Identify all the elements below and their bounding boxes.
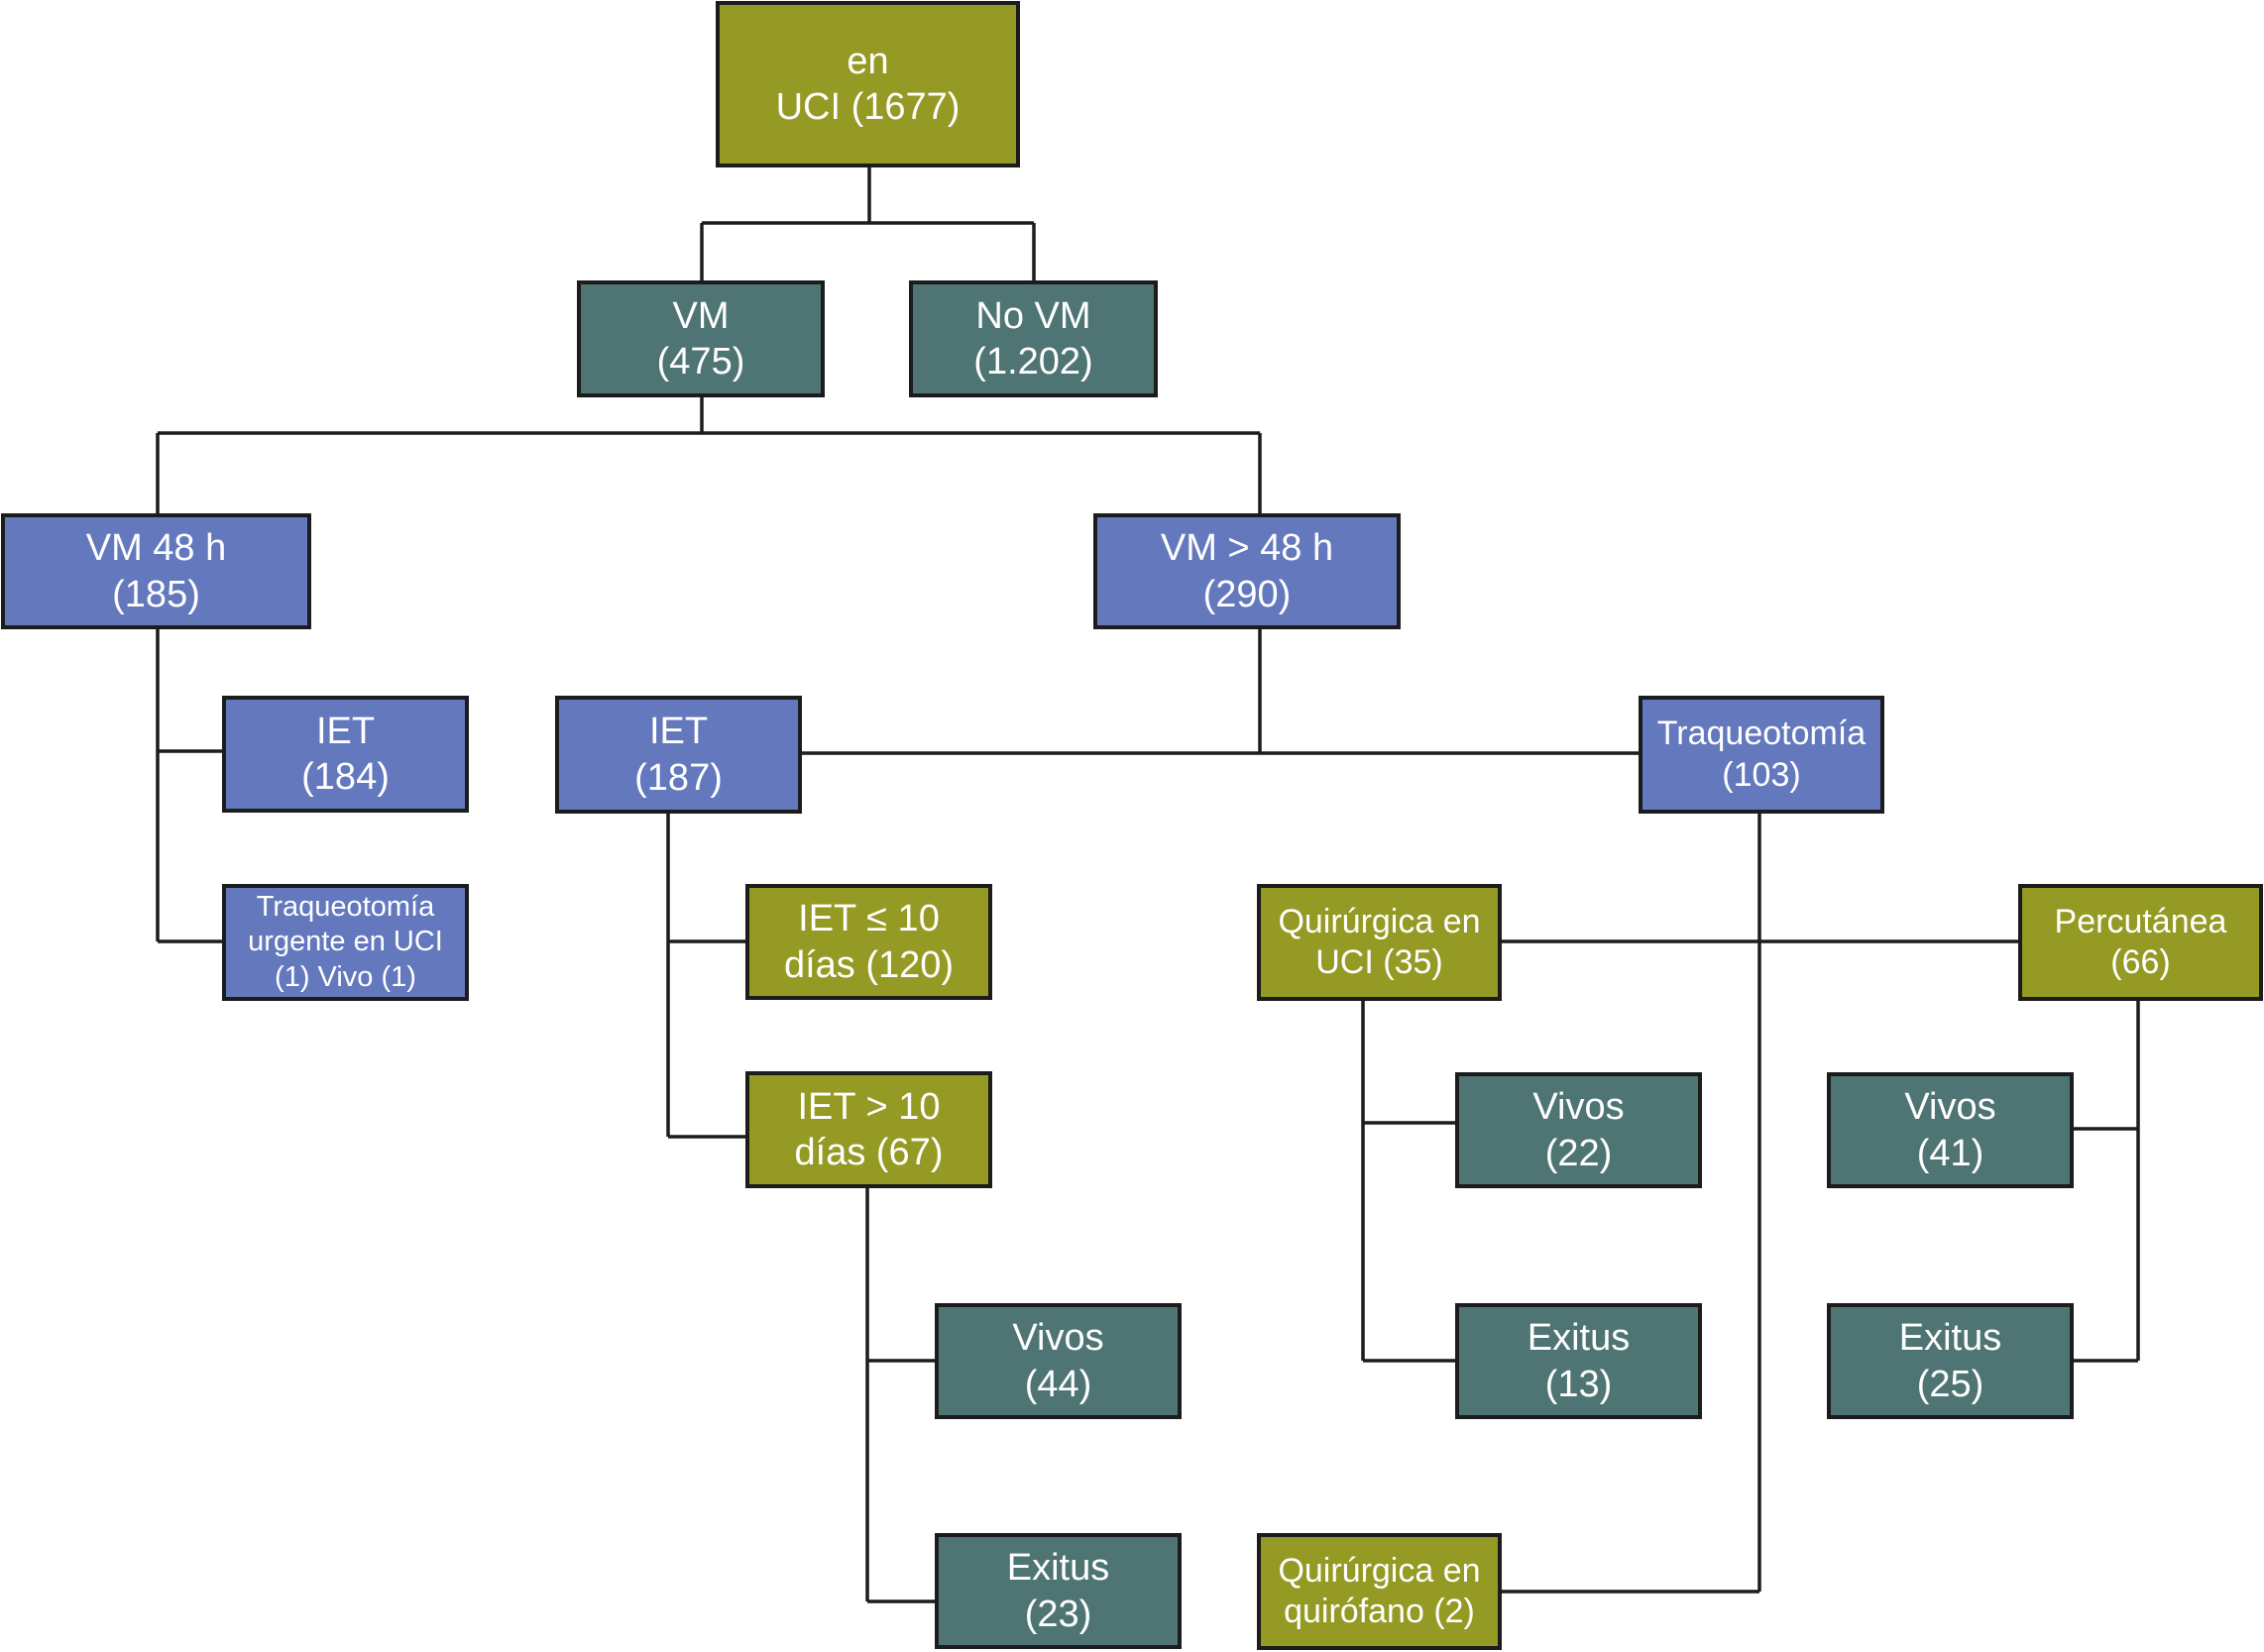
node-exitus-23-label: Exitus (23) bbox=[1006, 1547, 1110, 1635]
node-no-vm: No VM (1.202) bbox=[909, 280, 1158, 397]
node-percutanea: Percutánea (66) bbox=[2018, 884, 2263, 1001]
node-vm-gt-48h: VM > 48 h (290) bbox=[1093, 513, 1401, 629]
node-quirurgica-quirofano-label: Quirúrgica en quirófano (2) bbox=[1278, 1551, 1481, 1630]
node-no-vm-label: No VM (1.202) bbox=[973, 294, 1093, 383]
connector-vm48 bbox=[156, 629, 222, 943]
node-exitus-25: Exitus (25) bbox=[1827, 1303, 2074, 1419]
node-quirurgica-quirofano: Quirúrgica en quirófano (2) bbox=[1257, 1533, 1502, 1650]
node-vm-gt-48h-label: VM > 48 h (290) bbox=[1160, 527, 1334, 615]
connector-quir-uci bbox=[1361, 1001, 1455, 1363]
node-iet-le-10-dias-label: IET ≤ 10 días (120) bbox=[783, 898, 955, 986]
node-traqueotomia: Traqueotomía (103) bbox=[1639, 696, 1884, 814]
node-iet-187: IET (187) bbox=[555, 696, 802, 814]
node-iet-184: IET (184) bbox=[222, 696, 469, 813]
node-vivos-41-label: Vivos (41) bbox=[1904, 1086, 1996, 1174]
node-uci-total: en UCI (1677) bbox=[716, 1, 1020, 167]
connector-iet187 bbox=[666, 814, 745, 1139]
node-iet-gt-10-dias: IET > 10 días (67) bbox=[745, 1071, 992, 1188]
node-vivos-44-label: Vivos (44) bbox=[1012, 1317, 1104, 1405]
node-traqueotomia-urgente-label: Traqueotomía urgente en UCI (1) Vivo (1) bbox=[248, 890, 443, 993]
connector-vm bbox=[156, 397, 1262, 513]
node-vivos-44: Vivos (44) bbox=[935, 1303, 1182, 1419]
node-exitus-13-label: Exitus (13) bbox=[1527, 1317, 1631, 1405]
node-vm-label: VM (475) bbox=[656, 294, 745, 383]
node-iet-gt-10-dias-label: IET > 10 días (67) bbox=[794, 1085, 944, 1173]
node-vivos-22: Vivos (22) bbox=[1455, 1072, 1702, 1188]
node-quirurgica-uci-label: Quirúrgica en UCI (35) bbox=[1278, 902, 1481, 981]
connector-traqueotomia bbox=[1502, 814, 2018, 1594]
node-exitus-23: Exitus (23) bbox=[935, 1533, 1182, 1649]
node-vm: VM (475) bbox=[577, 280, 825, 397]
node-vm-48h-label: VM 48 h (185) bbox=[85, 527, 227, 615]
node-exitus-25-label: Exitus (25) bbox=[1898, 1317, 2002, 1405]
node-traqueotomia-label: Traqueotomía (103) bbox=[1656, 715, 1867, 794]
connector-root bbox=[700, 167, 1036, 280]
connector-percutanea bbox=[2072, 1001, 2140, 1363]
node-exitus-13: Exitus (13) bbox=[1455, 1303, 1702, 1419]
node-percutanea-label: Percutánea (66) bbox=[2054, 902, 2227, 981]
connector-iet-gt10 bbox=[865, 1188, 935, 1603]
node-iet-184-label: IET (184) bbox=[301, 710, 390, 798]
node-traqueotomia-urgente: Traqueotomía urgente en UCI (1) Vivo (1) bbox=[222, 884, 469, 1001]
node-vm-48h: VM 48 h (185) bbox=[1, 513, 311, 629]
node-vivos-22-label: Vivos (22) bbox=[1532, 1086, 1625, 1174]
node-iet-187-label: IET (187) bbox=[634, 711, 723, 799]
connector-vmgt48 bbox=[800, 629, 1639, 755]
node-iet-le-10-dias: IET ≤ 10 días (120) bbox=[745, 884, 992, 1000]
node-vivos-41: Vivos (41) bbox=[1827, 1072, 2074, 1188]
node-quirurgica-uci: Quirúrgica en UCI (35) bbox=[1257, 884, 1502, 1001]
node-uci-total-label: en UCI (1677) bbox=[775, 40, 961, 128]
